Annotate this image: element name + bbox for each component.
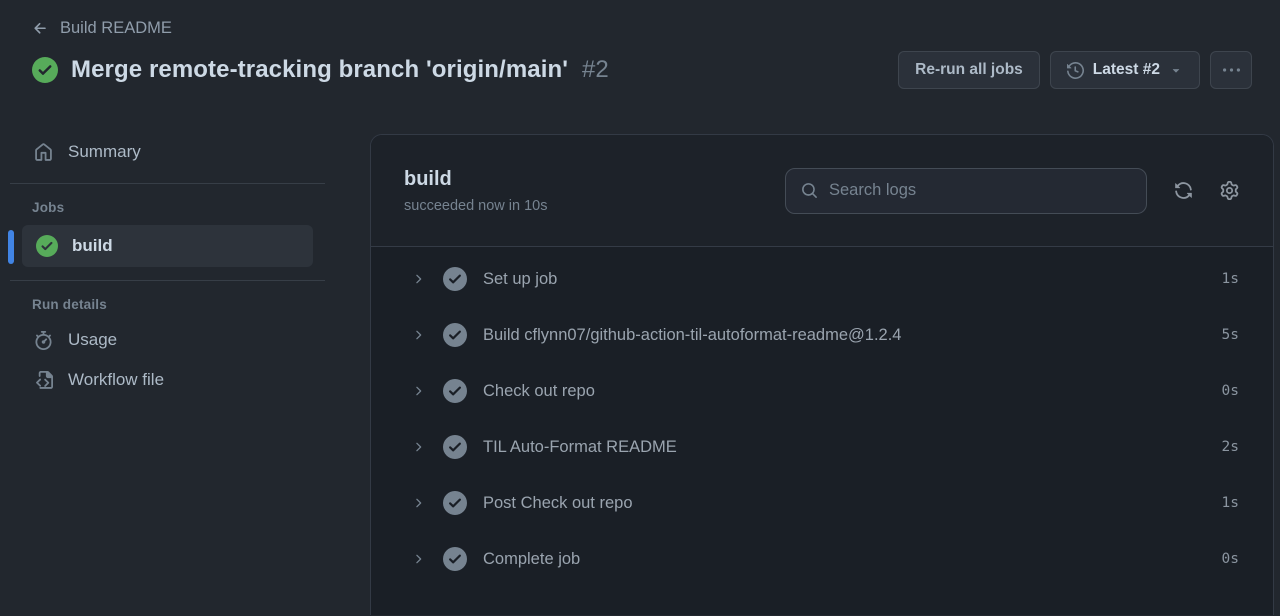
sidebar-job-build-label: build xyxy=(72,236,113,255)
check-circle-icon xyxy=(36,235,58,257)
run-details-section-label: Run details xyxy=(32,297,107,312)
step-check-circle-icon xyxy=(443,267,467,291)
history-icon xyxy=(1066,61,1084,79)
step-check-circle-icon xyxy=(443,435,467,459)
run-details-group: Usage Workflow file xyxy=(0,322,370,398)
step-duration: 1s xyxy=(1221,271,1239,287)
job-log-panel-header: build succeeded now in 10s xyxy=(371,135,1273,247)
sidebar-item-summary[interactable]: Summary xyxy=(24,134,336,170)
sidebar-item-usage[interactable]: Usage xyxy=(24,322,336,358)
log-step-row[interactable]: Check out repo 0s xyxy=(371,363,1273,419)
rerun-button-label: Re-run all jobs xyxy=(915,61,1023,78)
content: Summary Jobs build Run details xyxy=(0,134,1280,615)
step-duration: 5s xyxy=(1221,327,1239,343)
search-logs-box xyxy=(785,167,1147,214)
step-duration: 0s xyxy=(1221,551,1239,567)
job-info: build succeeded now in 10s xyxy=(404,168,548,214)
stopwatch-icon xyxy=(34,330,53,350)
log-toolbar xyxy=(785,167,1239,214)
rerun-all-jobs-button[interactable]: Re-run all jobs xyxy=(898,51,1040,89)
sidebar-item-job-build[interactable]: build xyxy=(22,225,313,267)
check-circle-icon xyxy=(32,57,58,83)
breadcrumb: Build README xyxy=(32,16,1252,40)
search-logs-input[interactable] xyxy=(829,181,1131,200)
gear-icon xyxy=(1220,181,1239,200)
sidebar-item-workflow-file[interactable]: Workflow file xyxy=(24,362,336,398)
chevron-right-icon xyxy=(411,272,425,286)
sidebar: Summary Jobs build Run details xyxy=(0,134,370,402)
log-step-row[interactable]: TIL Auto-Format README 2s xyxy=(371,419,1273,475)
caret-down-icon xyxy=(1169,63,1183,77)
chevron-right-icon xyxy=(411,496,425,510)
run-title-row: Merge remote-tracking branch 'origin/mai… xyxy=(32,49,1252,91)
sidebar-divider xyxy=(10,280,325,281)
step-duration: 0s xyxy=(1221,383,1239,399)
step-name: Set up job xyxy=(483,269,558,288)
step-duration: 2s xyxy=(1221,439,1239,455)
attempts-button-label: Latest #2 xyxy=(1092,61,1160,78)
log-step-row[interactable]: Set up job 1s xyxy=(371,251,1273,307)
step-check-circle-icon xyxy=(443,379,467,403)
chevron-right-icon xyxy=(411,440,425,454)
job-log-panel: build succeeded now in 10s xyxy=(370,134,1274,615)
more-options-button[interactable] xyxy=(1210,51,1252,89)
search-icon xyxy=(801,182,818,199)
code-file-icon xyxy=(34,370,53,390)
step-check-circle-icon xyxy=(443,547,467,571)
job-status-line: succeeded now in 10s xyxy=(404,197,548,214)
log-settings-button[interactable] xyxy=(1220,181,1239,200)
step-name: Build cflynn07/github-action-til-autofor… xyxy=(483,325,902,344)
sync-icon xyxy=(1174,181,1193,200)
chevron-right-icon xyxy=(411,328,425,342)
run-header: Build README Merge remote-tracking branc… xyxy=(0,0,1280,91)
selected-job-indicator xyxy=(8,230,14,264)
chevron-right-icon xyxy=(411,384,425,398)
step-name: Complete job xyxy=(483,549,581,568)
job-title: build xyxy=(404,167,452,190)
header-actions: Re-run all jobs Latest #2 xyxy=(898,51,1252,89)
chevron-right-icon xyxy=(411,552,425,566)
sidebar-job-build-row: build xyxy=(8,225,313,267)
sidebar-summary-label: Summary xyxy=(68,142,141,161)
jobs-section-label: Jobs xyxy=(32,200,65,215)
back-arrow-icon[interactable] xyxy=(32,20,49,37)
log-step-row[interactable]: Build cflynn07/github-action-til-autofor… xyxy=(371,307,1273,363)
step-duration: 1s xyxy=(1221,495,1239,511)
log-step-row[interactable]: Post Check out repo 1s xyxy=(371,475,1273,531)
step-name: Post Check out repo xyxy=(483,493,633,512)
run-attempts-dropdown[interactable]: Latest #2 xyxy=(1049,51,1200,89)
sidebar-workflow-file-label: Workflow file xyxy=(68,370,165,389)
breadcrumb-workflow-link[interactable]: Build README xyxy=(60,18,172,37)
refresh-logs-button[interactable] xyxy=(1174,181,1193,200)
log-step-row[interactable]: Complete job 0s xyxy=(371,531,1273,587)
log-steps-list: Set up job 1s Build cflynn07/github-acti… xyxy=(371,247,1273,587)
step-name: Check out repo xyxy=(483,381,595,400)
home-icon xyxy=(34,142,53,162)
step-check-circle-icon xyxy=(443,323,467,347)
step-name: TIL Auto-Format README xyxy=(483,437,677,456)
sidebar-usage-label: Usage xyxy=(68,330,118,349)
step-check-circle-icon xyxy=(443,491,467,515)
run-number: #2 xyxy=(582,56,609,83)
run-title: Merge remote-tracking branch 'origin/mai… xyxy=(71,56,569,83)
kebab-icon xyxy=(1222,62,1240,79)
sidebar-divider xyxy=(10,183,325,184)
